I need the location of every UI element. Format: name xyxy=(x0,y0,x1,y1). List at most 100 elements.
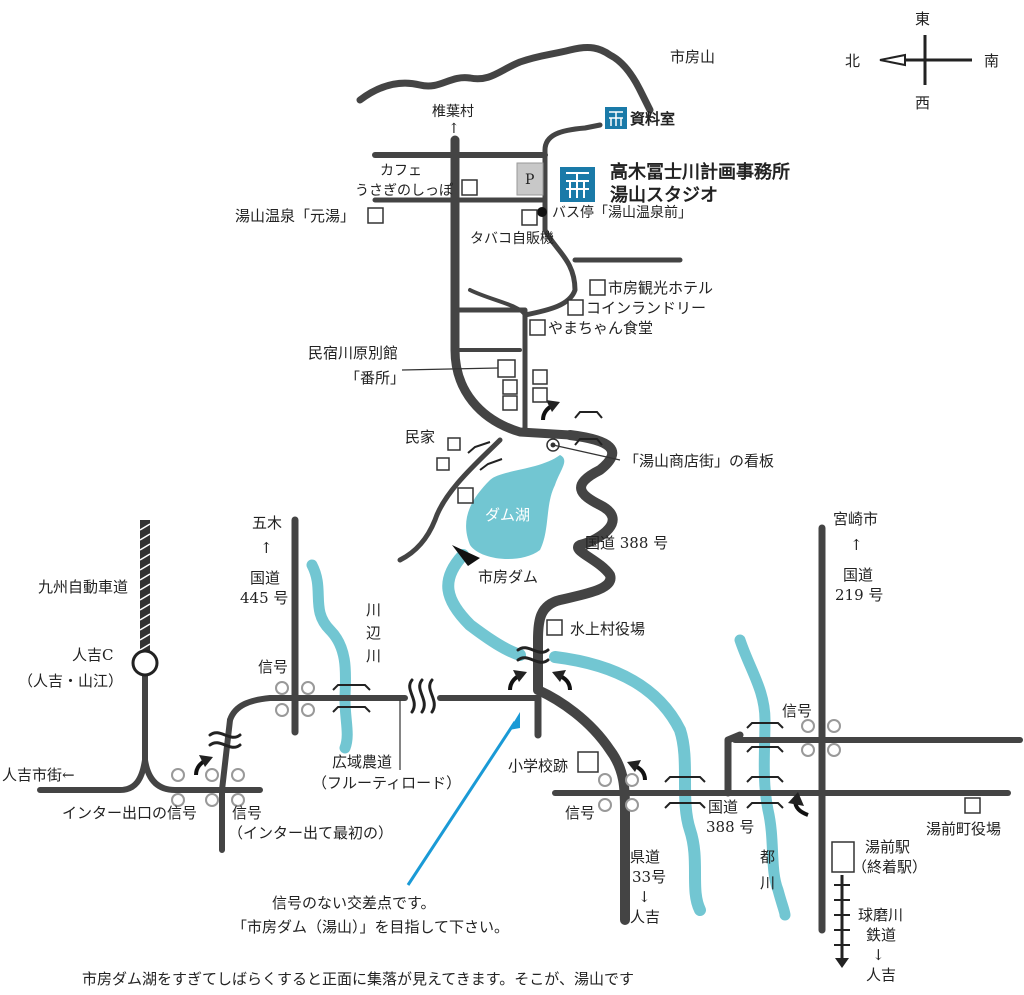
note-line-1: 信号のない交差点です。 xyxy=(272,894,436,912)
office-name: 高木冨士川計画事務所 xyxy=(610,161,790,183)
minshuku-name: 「番所」 xyxy=(345,369,405,387)
compass-east: 東 xyxy=(915,10,930,28)
dam-marker xyxy=(452,545,480,566)
hotel-building xyxy=(589,279,606,296)
parking-label: P xyxy=(525,172,534,188)
miyako-river xyxy=(734,634,791,921)
studio-name: 湯山スタジオ xyxy=(610,185,718,206)
restaurant-building xyxy=(529,319,546,336)
route219-label: 国道 xyxy=(843,566,873,584)
motoyu-building xyxy=(367,207,384,224)
signal2-label: 信号 xyxy=(232,804,262,822)
route445-number: 445 号 xyxy=(240,589,288,607)
lake-label: ダム湖 xyxy=(485,506,530,524)
route219-number: 219 号 xyxy=(835,586,883,604)
note-line-2: 「市房ダム（湯山）」を目指して下さい。 xyxy=(232,918,509,936)
laundry-building xyxy=(567,299,584,316)
yunomae-station-building xyxy=(831,841,855,873)
tobacco-building xyxy=(521,209,538,226)
village-office-label: 水上村役場 xyxy=(570,620,645,638)
route-guide-arrow xyxy=(406,712,520,886)
dam-label: 市房ダム xyxy=(478,568,538,586)
minshuku-building xyxy=(497,359,516,378)
minka-label: 民家 xyxy=(405,428,435,446)
compass-west: 西 xyxy=(915,94,930,112)
labels: 東 北 南 西 市房山 資料室 高木冨士川計画事務所 湯山スタジオ 椎葉村 ↑ … xyxy=(2,10,1001,988)
signal-label-bottom: 信号 xyxy=(565,804,595,822)
ic-sub-label: （人吉・山江） xyxy=(18,672,123,690)
footer-caption: 市房ダム湖をすぎてしばらくすると正面に集落が見えてきます。そこが、湯山です xyxy=(82,970,634,988)
itsuki-label: 五木 xyxy=(252,514,282,532)
miyazaki-label: 宮崎市 xyxy=(833,510,878,528)
pref-road-number: 33号 xyxy=(632,868,666,886)
dam-outflow-river xyxy=(442,549,526,661)
pref-road-arrow: ↓ xyxy=(638,888,651,906)
railway-label: 球磨川 xyxy=(858,906,903,924)
shiiba-label: 椎葉村 xyxy=(432,104,474,120)
kawabe-river xyxy=(306,559,353,754)
cafe-building xyxy=(461,179,478,196)
bus-stop-marker xyxy=(537,207,547,217)
hitoyoshi-street-label: 人吉市街← xyxy=(2,766,75,784)
railway-arrow: ↓ xyxy=(872,946,885,964)
mountain-ridge xyxy=(356,44,654,114)
kawabe-char-2: 辺 xyxy=(366,624,381,642)
office-logo xyxy=(560,167,595,202)
pref-road-label: 県道 xyxy=(630,848,660,866)
village-office-building xyxy=(546,619,563,636)
compass-north: 北 xyxy=(845,52,860,70)
school-ruins-building xyxy=(577,751,599,773)
buildings xyxy=(367,162,981,873)
tobacco-label: タバコ自販機 xyxy=(470,231,554,247)
signal-label-east: 信号 xyxy=(782,702,812,720)
ic-label: 人吉C xyxy=(72,646,113,664)
motoyu-label: 湯山温泉「元湯」 xyxy=(235,207,355,225)
parking-lot xyxy=(516,162,544,196)
minshuku-label: 民宿川原別館 xyxy=(308,344,398,362)
farm-road-sub-label: （フルーティロード） xyxy=(312,774,461,792)
expressway-label: 九州自動車道 xyxy=(38,578,128,596)
signboard-label: 「湯山商店街」の看板 xyxy=(624,452,774,470)
inter-exit-signal-label: インター出口の信号 xyxy=(62,804,197,822)
route388-east-label: 国道 xyxy=(708,798,738,816)
itsuki-arrow: ↑ xyxy=(260,539,273,557)
kawabe-char-3: 川 xyxy=(366,647,381,665)
rivers xyxy=(306,455,791,921)
village-main-road xyxy=(450,135,575,440)
mountain-label: 市房山 xyxy=(670,48,715,66)
hotel-label: 市房観光ホテル xyxy=(608,279,713,297)
miyako-char-2: 川 xyxy=(760,874,775,892)
signal2-sub-label: （インター出て最初の） xyxy=(228,824,393,842)
traffic-signals xyxy=(171,681,841,812)
bus-stop-label: バス停「湯山温泉前」 xyxy=(552,204,692,221)
miyako-char-1: 都 xyxy=(760,848,775,866)
route445-label: 国道 xyxy=(250,569,280,587)
laundry-label: コインランドリー xyxy=(586,299,706,317)
roads xyxy=(37,44,1023,968)
pref-road-hitoyoshi: 人吉 xyxy=(630,908,660,926)
restaurant-label: やまちゃん食堂 xyxy=(548,319,653,337)
route388-east-number: 388 号 xyxy=(706,818,754,836)
cafe-label: カフェ xyxy=(380,163,422,179)
school-ruins-label: 小学校跡 xyxy=(508,757,568,775)
railway-dest: 人吉 xyxy=(866,966,896,984)
route-388-winding xyxy=(533,430,630,925)
yunomae-station-sub-label: （終着駅） xyxy=(852,858,927,876)
kuma-river xyxy=(549,651,706,916)
signal-label-west: 信号 xyxy=(258,658,288,676)
route-arrows xyxy=(194,400,809,817)
railway-sub-label: 鉄道 xyxy=(866,926,896,944)
yunomae-station-label: 湯前駅 xyxy=(865,838,910,856)
shiiba-arrow: ↑ xyxy=(448,121,460,137)
dam-lake xyxy=(466,455,565,560)
yunomae-office-label: 湯前町役場 xyxy=(926,820,1001,838)
interchange-marker xyxy=(131,649,159,677)
archive-label: 資料室 xyxy=(630,110,675,128)
route388-label: 国道 388 号 xyxy=(585,534,668,552)
farm-road-label: 広域農道 xyxy=(332,753,392,771)
bridges xyxy=(332,411,784,809)
miyazaki-arrow: ↑ xyxy=(850,536,863,554)
compass-south: 南 xyxy=(984,52,999,70)
archive-logo xyxy=(605,107,627,129)
